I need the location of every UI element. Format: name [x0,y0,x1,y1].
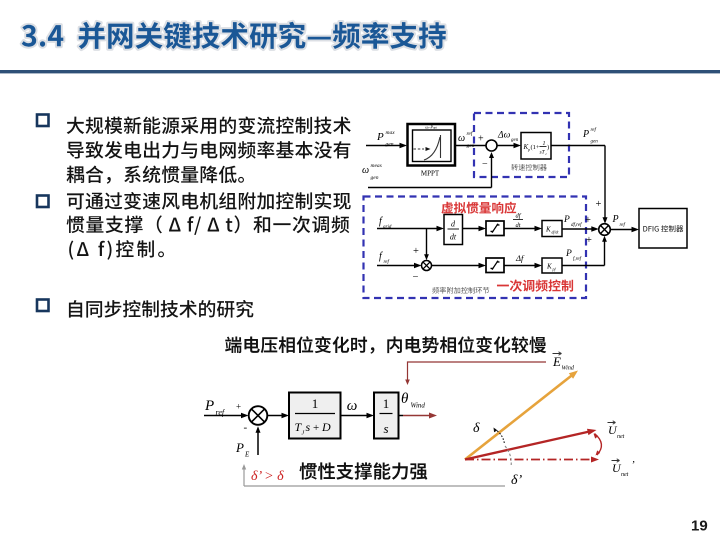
svg-text:δ’ > δ: δ’ > δ [251,469,284,484]
svg-text:MPPT: MPPT [421,170,440,178]
svg-text:f,ref: f,ref [573,257,582,262]
svg-text:ref: ref [467,130,474,137]
svg-text:grid: grid [383,225,392,230]
svg-text:ωr-Popt: ωr-Popt [425,125,437,130]
svg-text:P: P [582,129,589,140]
svg-text:df/dt: df/dt [552,231,560,235]
svg-text:gen: gen [386,142,394,148]
svg-text:ω: ω [362,165,369,176]
svg-text:net: net [621,472,629,478]
svg-text:c: c [546,152,548,156]
svg-text:19: 19 [691,518,708,535]
svg-text:net: net [617,434,625,440]
svg-text:T: T [295,420,303,434]
svg-text:E: E [244,451,250,459]
svg-text:1: 1 [383,396,390,411]
svg-text:ref: ref [591,128,597,133]
svg-text:ω: ω [347,398,358,414]
svg-text:Wind: Wind [562,366,575,372]
svg-text:P: P [204,398,214,414]
svg-text:1: 1 [543,141,546,147]
svg-text:p: p [527,147,530,152]
svg-text:Δf: Δf [515,253,525,263]
svg-text:(1+: (1+ [531,144,540,151]
svg-text:s: s [306,420,311,434]
svg-text:gen: gen [371,175,379,181]
svg-text:ref: ref [620,223,626,228]
svg-text:ref: ref [384,260,390,265]
svg-text:gen: gen [467,143,475,149]
svg-text:+: + [413,246,419,257]
svg-text:+: + [236,402,241,412]
svg-text:+: + [313,422,319,434]
svg-text:J: J [302,431,305,437]
svg-text:P: P [563,215,570,225]
svg-text:U: U [608,423,618,437]
svg-text:dt: dt [450,233,457,242]
svg-text:K: K [523,143,529,151]
svg-text:dt: dt [515,222,520,229]
svg-text:δ: δ [473,421,480,436]
svg-text:): ) [547,144,549,151]
svg-text:P: P [565,249,572,259]
svg-text:Wind: Wind [411,402,426,410]
svg-text:+: + [478,134,484,145]
svg-text:d: d [451,220,456,229]
svg-text:ref: ref [216,408,226,417]
svg-text:sT: sT [540,150,546,156]
svg-text:meas: meas [371,163,382,169]
svg-text:P: P [376,131,384,143]
svg-text:ω: ω [458,133,465,144]
svg-text:df,ref: df,ref [571,223,582,228]
svg-text:gen: gen [511,138,519,143]
svg-text:f: f [379,251,383,262]
svg-text:δ’: δ’ [511,473,523,488]
svg-text:P: P [235,440,244,455]
svg-text:D: D [321,420,331,434]
svg-text:Δω: Δω [497,131,511,141]
svg-text:+: + [585,215,591,226]
svg-text:U: U [612,461,622,475]
svg-text:-: - [244,422,248,434]
svg-text:1: 1 [312,396,319,411]
svg-text:df: df [515,213,521,220]
svg-text:max: max [386,130,396,136]
svg-text:−: − [413,272,419,283]
svg-text:P: P [612,214,619,225]
svg-text:K: K [546,263,552,271]
svg-text:E: E [552,354,561,369]
svg-text:’: ’ [631,459,635,471]
svg-text:s: s [383,421,388,436]
svg-text:K: K [545,226,551,234]
svg-text:+: + [586,235,592,246]
svg-text:pf: pf [552,267,557,272]
svg-text:gen: gen [591,140,599,145]
svg-text:+: + [596,199,602,210]
svg-text:f: f [379,216,383,227]
svg-text:θ: θ [401,391,409,407]
svg-text:−: − [482,159,488,170]
